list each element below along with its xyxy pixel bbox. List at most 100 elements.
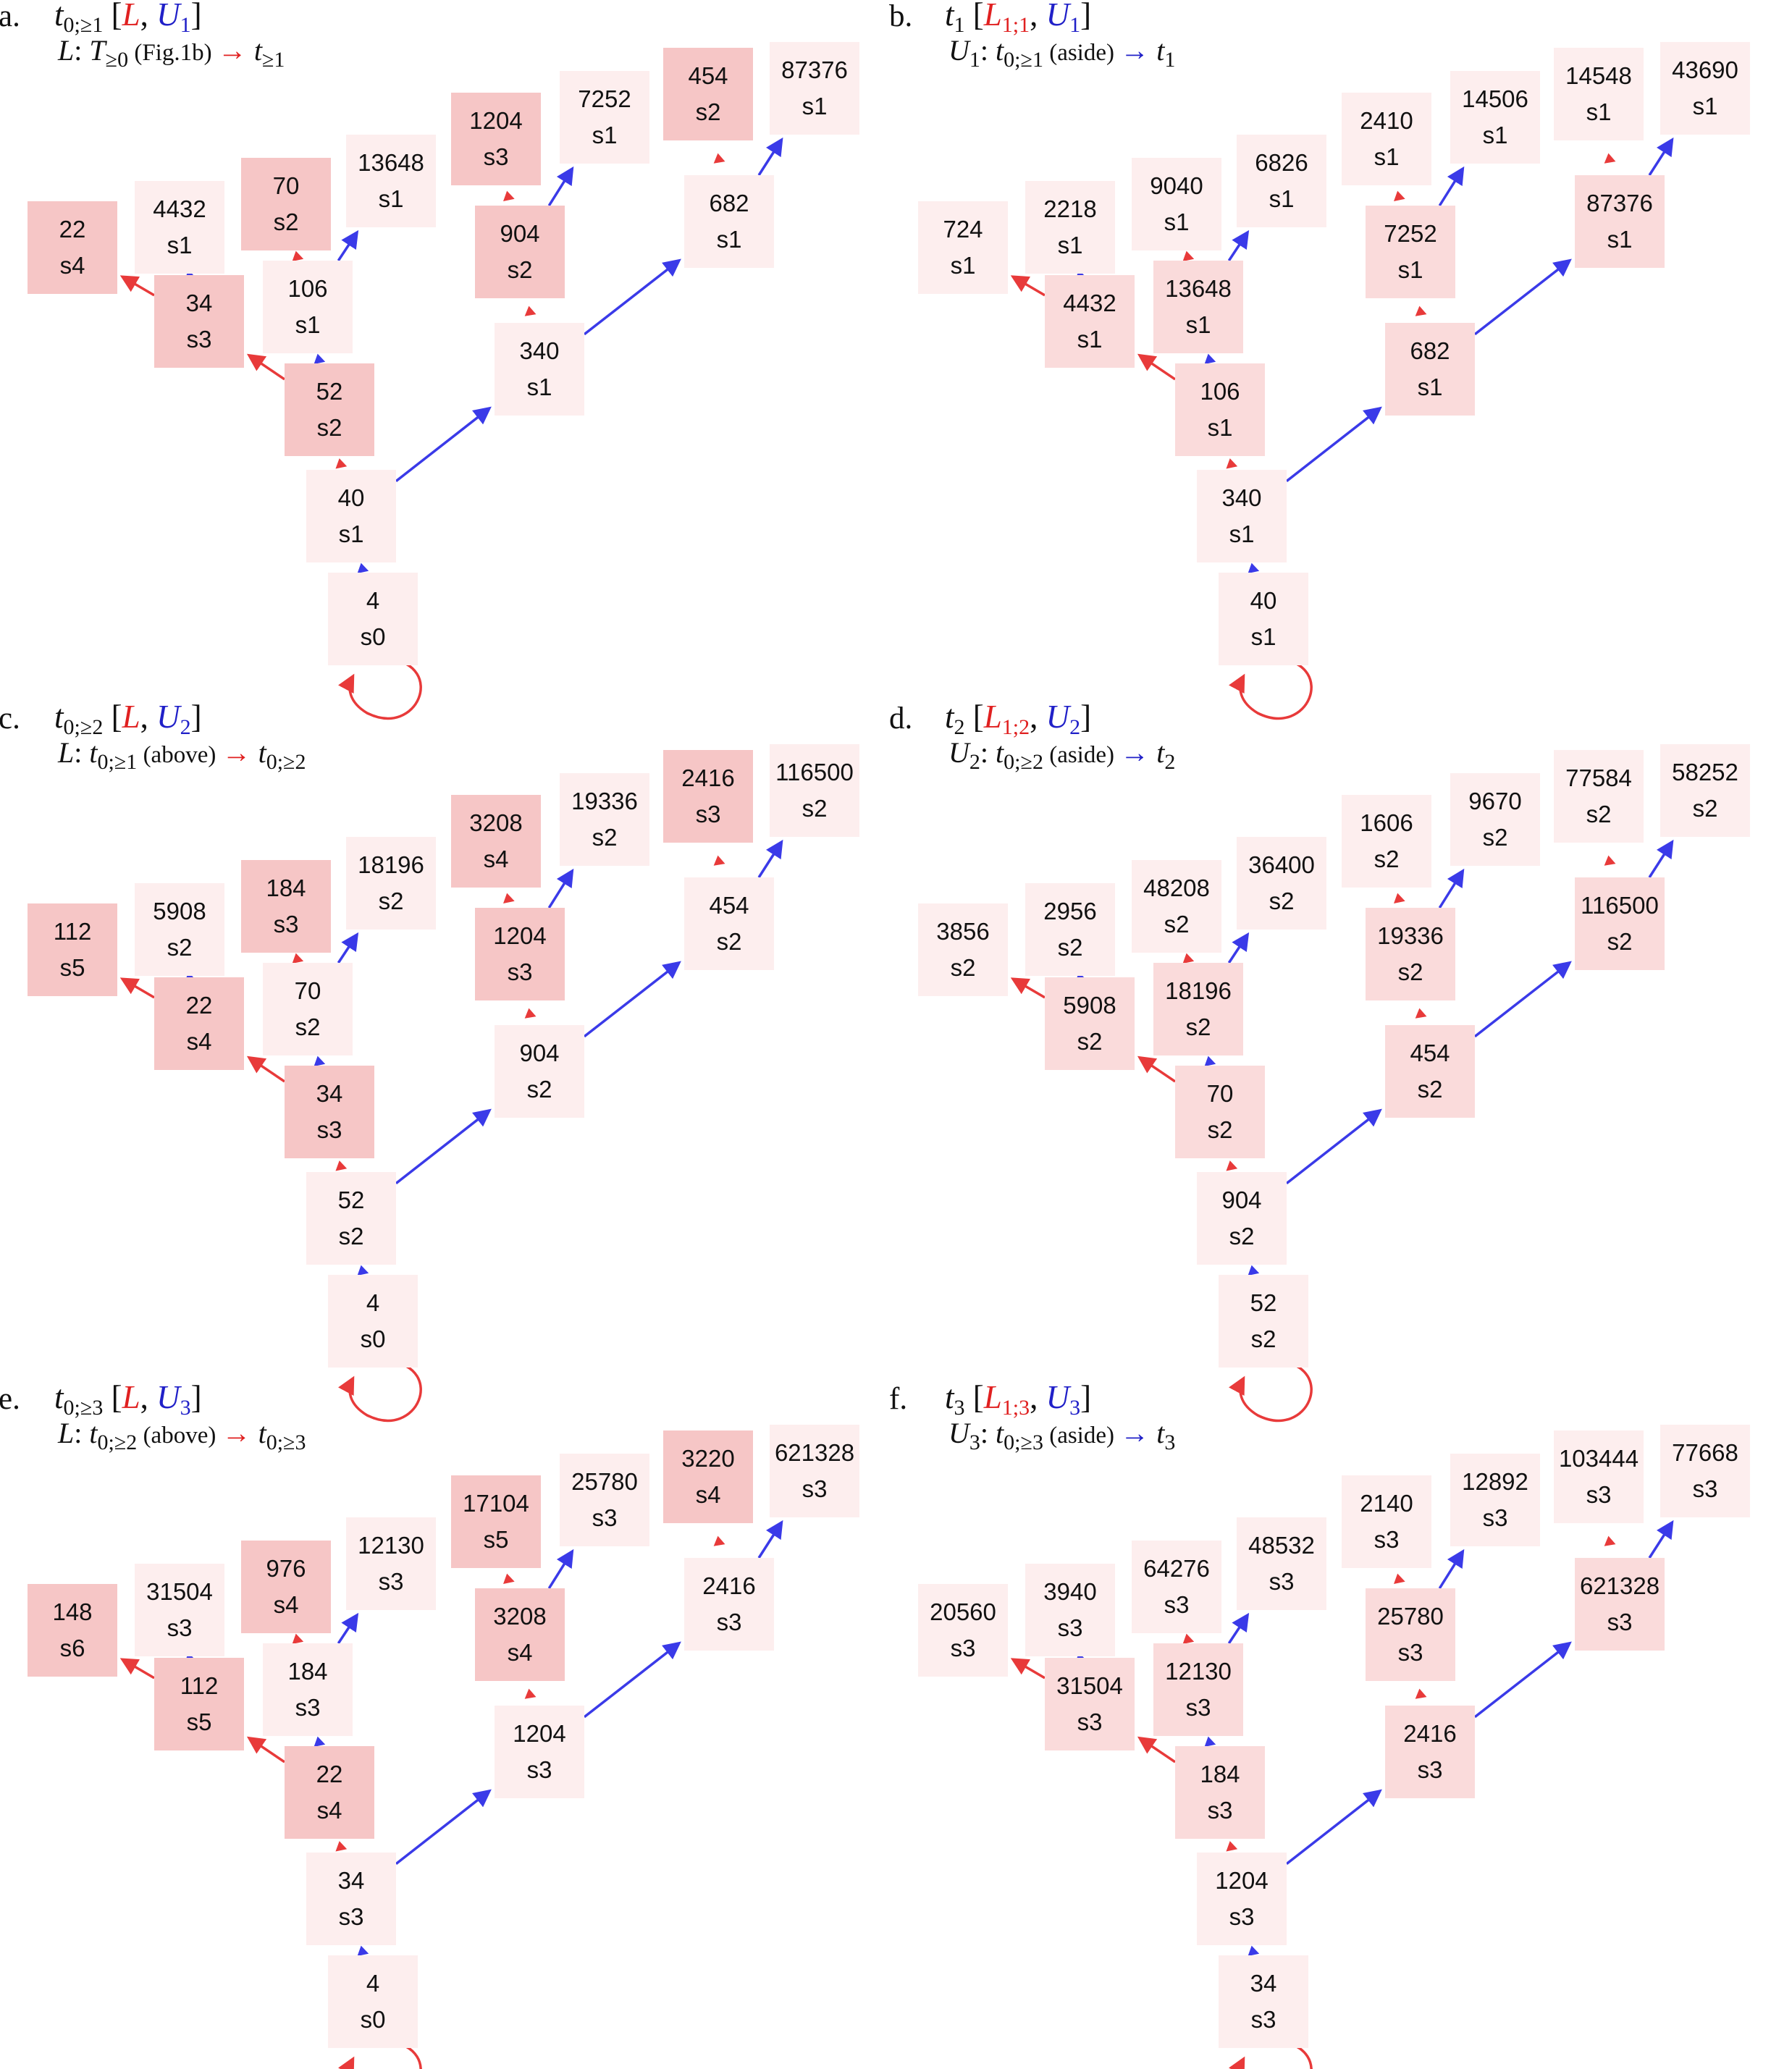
- node-state: s2: [695, 98, 721, 125]
- subtitle-src-sub: 0;≥3: [1004, 1430, 1043, 1454]
- node-state: s2: [273, 208, 299, 235]
- red-arrow: [246, 1055, 285, 1083]
- red-stub-arrow: [503, 190, 515, 202]
- title-U-var: U: [1046, 0, 1070, 33]
- node-state: s6: [59, 1635, 85, 1661]
- node-state: s3: [1164, 1591, 1190, 1618]
- node-value: 25780: [1377, 1603, 1444, 1630]
- red-stub-arrow: [503, 893, 515, 904]
- node-state: s4: [273, 1591, 299, 1618]
- node-value: 52: [316, 378, 343, 405]
- node-value: 22: [59, 216, 86, 243]
- node-value: 148: [52, 1598, 93, 1625]
- node-value: 31504: [1056, 1672, 1123, 1699]
- panel-title: t0;≥2 [L, U2]: [54, 698, 202, 740]
- blue-arrow: [547, 868, 574, 909]
- node-value: 184: [266, 875, 306, 901]
- node-state: s3: [378, 1568, 404, 1595]
- node-state: s3: [295, 1694, 321, 1721]
- subtitle-dst-sub: 2: [1164, 750, 1176, 774]
- title-U: U1: [156, 0, 191, 37]
- node-value: 40: [1250, 587, 1277, 614]
- node-value: 14506: [1462, 85, 1528, 112]
- node-state: s3: [526, 1756, 552, 1783]
- node-state: s2: [378, 888, 404, 914]
- red-arrow: [119, 1658, 155, 1680]
- red-stub-arrow: [335, 1160, 348, 1171]
- node-value: 13648: [1165, 275, 1232, 302]
- node-state: s3: [592, 1504, 618, 1531]
- panel-subtitle: L: T≥0 (Fig.1b) → t≥1: [58, 33, 285, 72]
- node-value: 48208: [1143, 875, 1210, 901]
- blue-arrow: [583, 1641, 681, 1719]
- subtitle-colon: :: [980, 736, 996, 769]
- title-var-sub: 0;≥3: [63, 1396, 104, 1420]
- title-L-var: L: [122, 0, 140, 33]
- blue-stub-arrow: [1248, 1945, 1260, 1957]
- node-value: 112: [53, 918, 92, 945]
- blue-arrow: [1648, 839, 1674, 878]
- red-stub-arrow: [524, 305, 537, 316]
- node-state: s2: [1250, 1326, 1276, 1352]
- node-state: s2: [1185, 1014, 1211, 1040]
- node-state: s2: [802, 795, 828, 822]
- node-value: 976: [266, 1555, 306, 1582]
- subtitle-dst: t: [251, 736, 266, 769]
- panel-label: f.: [889, 1382, 908, 1416]
- red-stub-arrow: [335, 458, 348, 469]
- red-stub-arrow: [1394, 1573, 1405, 1585]
- red-stub-arrow: [1182, 953, 1195, 964]
- node-value: 2416: [1403, 1720, 1457, 1747]
- node-value: 4432: [1063, 290, 1116, 316]
- title-U: U3: [1046, 1379, 1081, 1420]
- node-value: 5908: [1063, 992, 1116, 1019]
- node-value: 58252: [1672, 759, 1738, 785]
- node-state: s5: [186, 1708, 212, 1735]
- node-state: s3: [1250, 2006, 1276, 2033]
- node-state: s1: [1229, 521, 1255, 547]
- node-state: s3: [1607, 1609, 1633, 1635]
- node-state: s2: [1164, 911, 1190, 937]
- title-U: U3: [156, 1379, 191, 1420]
- node-state: s3: [273, 911, 299, 937]
- node-value: 12130: [358, 1532, 424, 1559]
- node-state: s2: [295, 1014, 321, 1040]
- node-state: s3: [802, 1475, 828, 1502]
- node-state: s2: [716, 928, 742, 955]
- title-var: t: [945, 699, 954, 735]
- node-state: s2: [950, 954, 976, 981]
- node-value: 2416: [681, 764, 735, 791]
- blue-arrow: [547, 166, 574, 206]
- node-value: 19336: [1377, 922, 1444, 949]
- subtitle-op: L: [58, 736, 75, 769]
- node-state: s1: [1250, 623, 1276, 650]
- subtitle-dst: t: [1149, 1417, 1165, 1449]
- node-value: 17104: [463, 1490, 529, 1517]
- node-value: 19336: [571, 788, 638, 814]
